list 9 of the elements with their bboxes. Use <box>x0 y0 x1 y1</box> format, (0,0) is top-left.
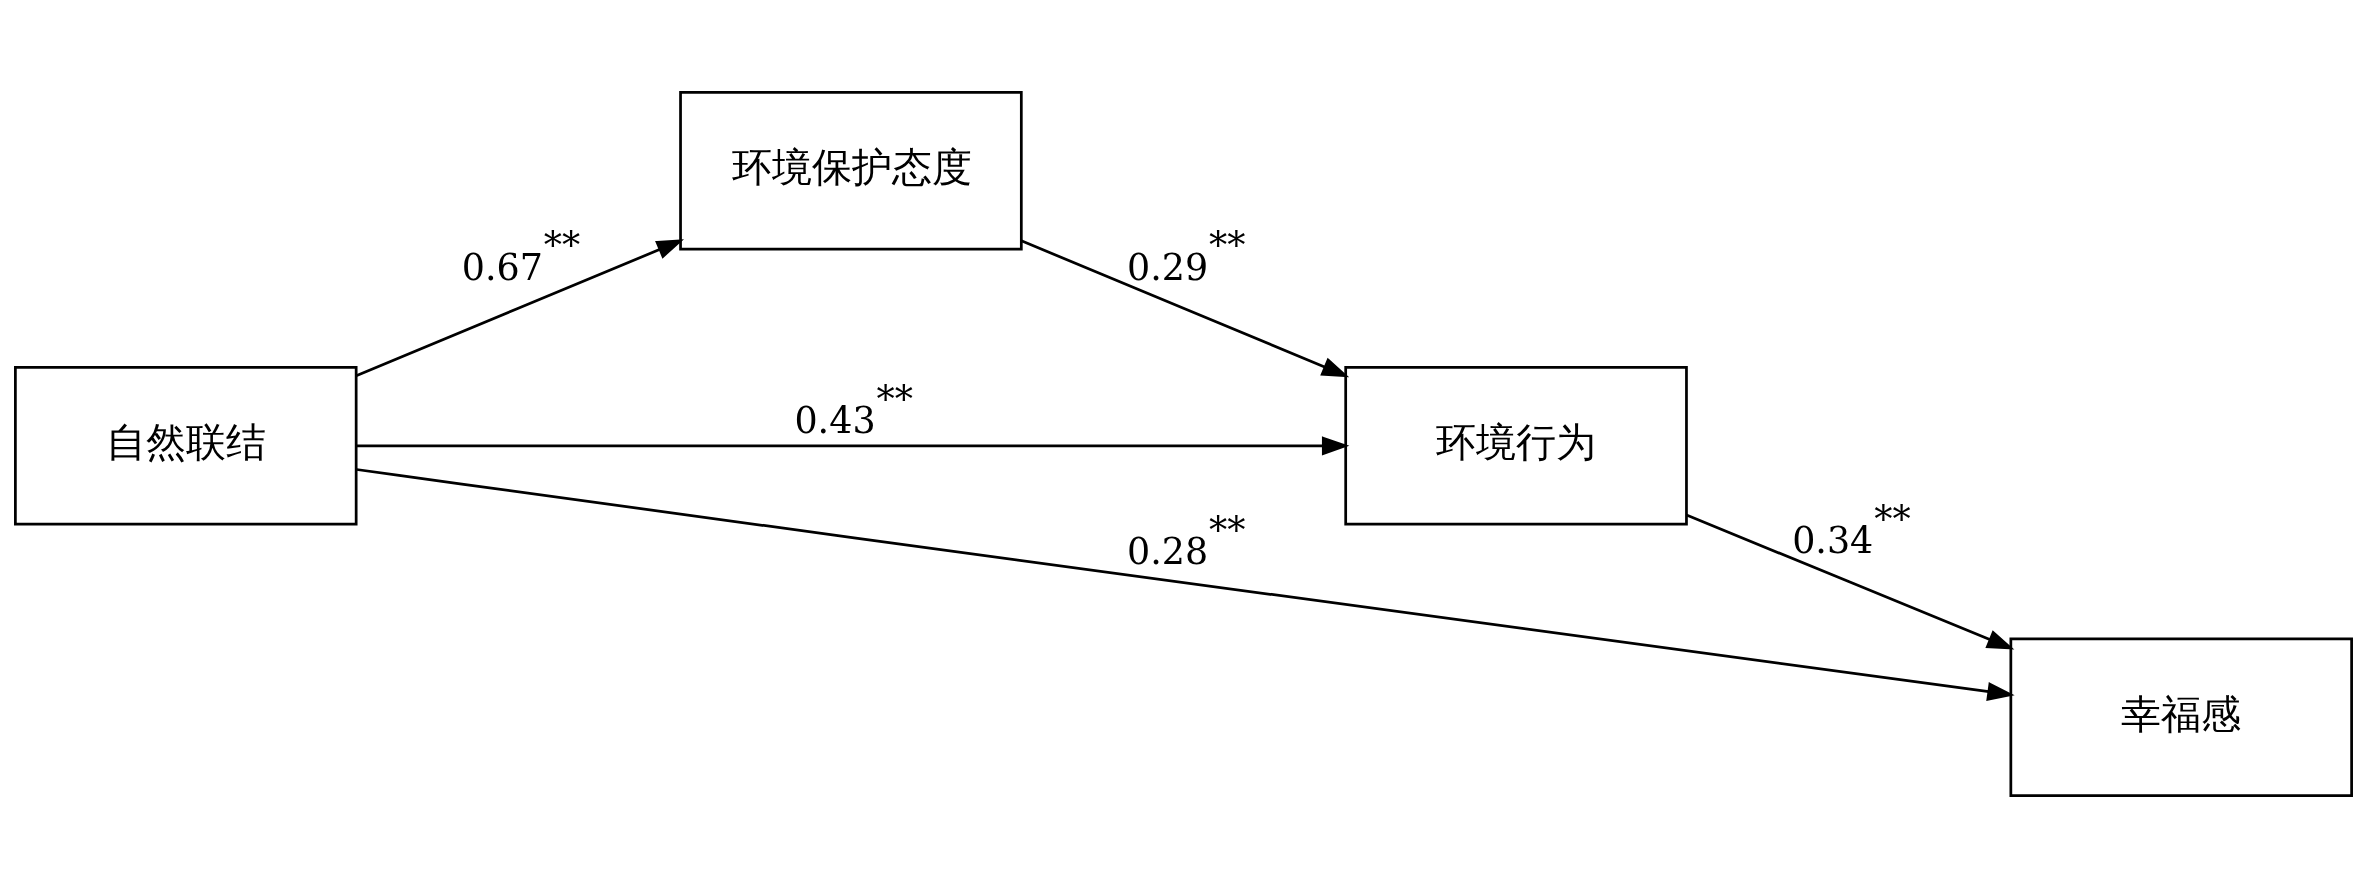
arrow <box>1020 239 1350 377</box>
arrow <box>356 467 2015 701</box>
node-box: 幸福感 <box>2009 637 2353 797</box>
arrow <box>355 238 684 377</box>
node-box: 自然联结 <box>14 365 358 526</box>
node-box: 环境行为 <box>1344 365 1688 526</box>
arrow <box>356 435 1350 455</box>
arrow <box>1686 513 2015 650</box>
node-box: 环境保护态度 <box>679 90 1023 250</box>
